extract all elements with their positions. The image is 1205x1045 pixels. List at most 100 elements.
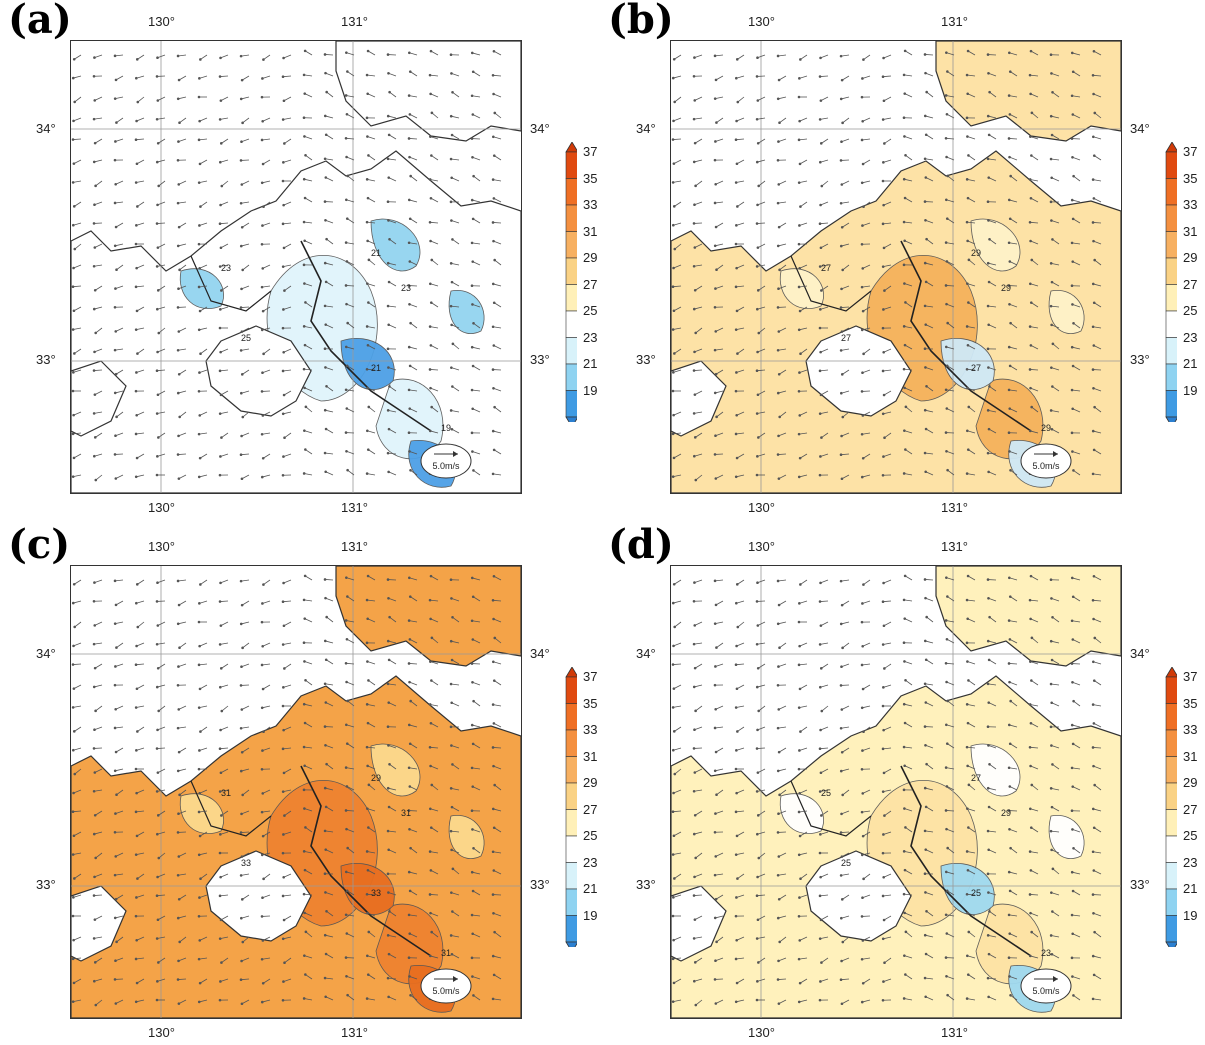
contour-label: 25 [241,333,251,343]
colorbar-tick-label: 25 [583,828,598,843]
lat-tick-right-2: 33° [1130,877,1150,892]
lat-tick-right-2: 33° [530,877,550,892]
colorbar-tick-label: 37 [1183,669,1198,684]
contour-label: 21 [371,248,381,258]
contour-label: 23 [221,263,231,273]
lat-tick-left-1: 34° [636,121,656,136]
colorbar-tick-label: 27 [583,276,598,292]
colorbar [1165,142,1177,422]
contour-label: 27 [821,263,831,273]
panel-label: (b) [608,0,674,43]
contour-label: 31 [221,788,231,798]
lon-tick-top-2: 131° [941,14,968,29]
colorbar-tick-label: 31 [583,223,598,239]
contour-label: 29 [971,248,981,258]
colorbar-tick-label: 37 [1183,144,1198,159]
colorbar-tick-label: 33 [583,197,598,212]
colorbar-tick-label: 37 [583,669,598,684]
contour-label: 27 [971,363,981,373]
lat-tick-right-1: 34° [1130,121,1150,136]
contour-label: 25 [971,888,981,898]
svg-text:5.0m/s: 5.0m/s [432,986,460,996]
colorbar-tick-label: 29 [1183,250,1198,265]
contour-label: 29 [1001,283,1011,293]
map-area: 25 27 25 29 25 23 5.0m/s [670,565,1122,1019]
lat-tick-right-2: 33° [530,352,550,367]
lon-tick-bottom-1: 130° [748,1025,775,1040]
colorbar-tick-label: 33 [1183,722,1198,737]
colorbar-tick-label: 21 [583,356,598,371]
contour-label: 25 [841,858,851,868]
colorbar-tick-label: 35 [583,170,598,186]
colorbar-tick-label: 31 [1183,748,1198,764]
colorbar-tick-label: 23 [1183,329,1198,345]
colorbar-tick-label: 21 [1183,881,1198,896]
wind-vectors [671,49,1102,482]
colorbar [565,667,577,947]
colorbar-tick-label: 31 [583,748,598,764]
contour-label: 29 [1001,808,1011,818]
lat-tick-left-2: 33° [636,352,656,367]
contour-label: 25 [821,788,831,798]
colorbar-tick-label: 19 [1183,907,1198,923]
lat-tick-left-2: 33° [36,352,56,367]
colorbar-tick-label: 27 [1183,801,1198,817]
contour-label: 27 [841,333,851,343]
colorbar-tick-label: 23 [583,854,598,870]
lon-tick-top-2: 131° [341,539,368,554]
colorbar [1165,667,1177,947]
lon-tick-top-2: 131° [341,14,368,29]
lat-tick-left-1: 34° [36,646,56,661]
lat-tick-right-1: 34° [530,646,550,661]
lon-tick-bottom-2: 131° [941,1025,968,1040]
colorbar-tick-label: 25 [1183,303,1198,318]
contour-label: 31 [401,808,411,818]
map-svg: 31 29 33 31 33 31 5.0m/s [71,566,521,1018]
contour-label: 33 [241,858,251,868]
lat-tick-left-1: 34° [36,121,56,136]
colorbar-tick-label: 35 [1183,170,1198,186]
lat-tick-left-1: 34° [636,646,656,661]
colorbar-tick-label: 33 [1183,197,1198,212]
colorbar-tick-label: 23 [583,329,598,345]
colorbar-tick-label: 21 [583,881,598,896]
lon-tick-top-1: 130° [148,14,175,29]
contour-label: 21 [371,363,381,373]
panel-label: (a) [8,0,72,43]
lon-tick-top-1: 130° [748,14,775,29]
lat-tick-left-2: 33° [36,877,56,892]
colorbar-tick-label: 37 [583,144,598,159]
lat-tick-left-2: 33° [636,877,656,892]
svg-text:5.0m/s: 5.0m/s [1032,461,1060,471]
colorbar-tick-label: 21 [1183,356,1198,371]
colorbar-tick-label: 35 [583,695,598,711]
colorbar-tick-label: 29 [1183,775,1198,790]
lon-tick-bottom-1: 130° [148,1025,175,1040]
contour-label: 33 [371,888,381,898]
panel-label: (d) [608,521,674,568]
colorbar-tick-label: 25 [1183,828,1198,843]
colorbar-tick-label: 25 [583,303,598,318]
contour-label: 19 [441,423,451,433]
reference-vector-legend: 5.0m/s [420,443,472,479]
contour-label: 27 [971,773,981,783]
contour-label: 31 [441,948,451,958]
colorbar-tick-label: 27 [583,801,598,817]
colorbar-tick-label: 19 [583,907,598,923]
contour-label: 23 [1041,948,1051,958]
map-area: 31 29 33 31 33 31 5.0m/s [70,565,522,1019]
lon-tick-bottom-1: 130° [148,500,175,515]
colorbar-tick-label: 29 [583,250,598,265]
reference-vector-legend: 5.0m/s [420,968,472,1004]
svg-text:5.0m/s: 5.0m/s [1032,986,1060,996]
colorbar-tick-label: 19 [583,382,598,398]
lon-tick-bottom-2: 131° [341,1025,368,1040]
lat-tick-right-1: 34° [530,121,550,136]
contour-label: 29 [371,773,381,783]
